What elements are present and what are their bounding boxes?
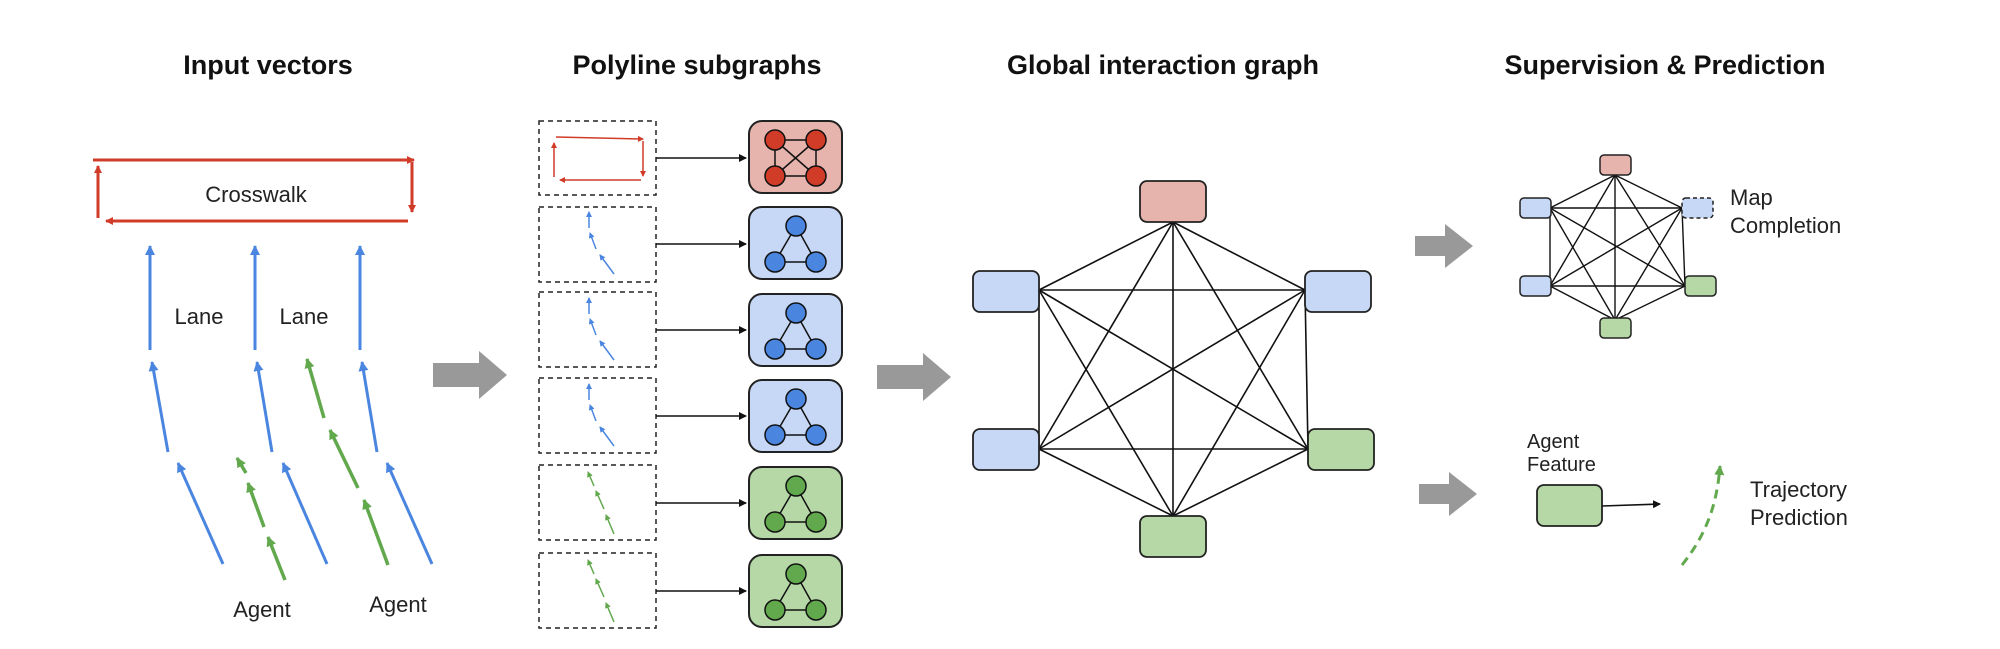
- global-node-lane-1: [972, 270, 1040, 313]
- global-graph-nodes: [972, 180, 1375, 558]
- title-polyline-subgraphs: Polyline subgraphs: [572, 50, 821, 80]
- flow-arrow-1: [433, 351, 507, 399]
- map-completion-nodes: [1519, 154, 1717, 339]
- global-node-lane-3: [972, 428, 1040, 471]
- lane-vectors: [145, 245, 434, 565]
- flow-arrow-4: [1419, 472, 1477, 516]
- global-node-agent-1: [1307, 428, 1375, 471]
- trajectory-dashed-arrow: [1680, 465, 1725, 566]
- agent-feature-label-line1: Agent: [1527, 431, 1580, 453]
- polyline-subgraph-row-6: [538, 552, 843, 629]
- mc-node-agent-2: [1599, 317, 1632, 339]
- trajectory-prediction-label-line1: Trajectory: [1750, 477, 1847, 502]
- global-node-agent-2: [1139, 515, 1207, 558]
- mc-node-lane-1: [1519, 197, 1552, 219]
- polyline-subgraph-row-5: [538, 464, 843, 541]
- title-input-vectors: Input vectors: [183, 50, 353, 80]
- polyline-subgraph-row-3: [538, 291, 843, 368]
- global-graph-edges: [1038, 221, 1309, 517]
- map-completion-edges: [1549, 174, 1686, 321]
- mc-node-crosswalk: [1599, 154, 1632, 176]
- agent-vectors: [235, 358, 390, 581]
- flow-arrow-3: [1415, 224, 1473, 268]
- agent-feature-output-arrow: [1601, 500, 1661, 509]
- polyline-subgraph-row-4: [538, 377, 843, 454]
- flow-arrow-2: [877, 353, 951, 401]
- map-completion-label-line1: Map: [1730, 185, 1773, 210]
- polyline-subgraph-row-1: [538, 120, 843, 196]
- mc-node-agent-1: [1684, 275, 1717, 297]
- crosswalk-label: Crosswalk: [205, 182, 307, 207]
- lane-label-2: Lane: [280, 304, 329, 329]
- agent-label-2: Agent: [369, 592, 427, 617]
- global-node-crosswalk: [1139, 180, 1207, 223]
- trajectory-prediction-label-line2: Prediction: [1750, 505, 1848, 530]
- mc-node-lane-2: [1519, 275, 1552, 297]
- title-global-interaction-graph: Global interaction graph: [1007, 50, 1319, 80]
- agent-feature-node: [1536, 484, 1603, 527]
- lane-label-1: Lane: [175, 304, 224, 329]
- crosswalk-polygon: [93, 156, 416, 225]
- polyline-subgraph-row-2: [538, 206, 843, 283]
- title-supervision-prediction: Supervision & Prediction: [1504, 50, 1825, 80]
- mc-node-lane-masked: [1681, 197, 1714, 219]
- global-node-lane-2: [1304, 270, 1372, 313]
- map-completion-label-line2: Completion: [1730, 213, 1841, 238]
- agent-feature-label-line2: Feature: [1527, 454, 1596, 476]
- agent-label-1: Agent: [233, 597, 291, 622]
